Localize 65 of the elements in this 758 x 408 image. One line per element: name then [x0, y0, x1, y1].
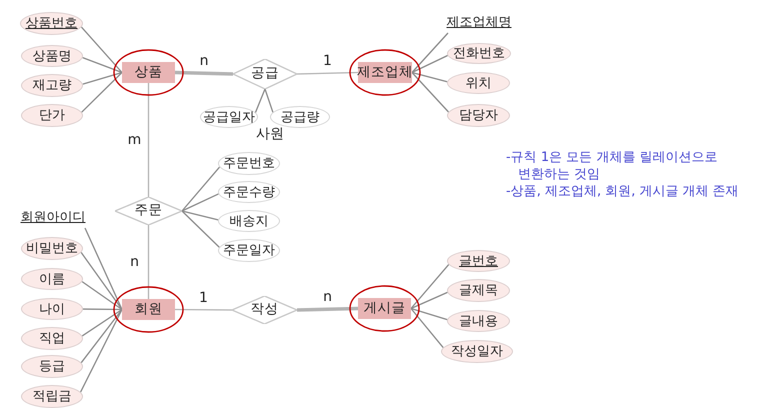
connector-line: [80, 309, 123, 392]
connector-line: [410, 308, 448, 320]
attribute-ellipse: 주문수량: [218, 181, 280, 203]
attribute-ellipse: 전화번호: [447, 43, 511, 64]
entity-box: 게시글: [358, 298, 411, 319]
connector-line: [83, 308, 122, 310]
connector-line: [182, 210, 218, 221]
connector-line: [148, 225, 150, 299]
connector-line: [254, 88, 266, 113]
attribute-ellipse: 비밀번호: [21, 237, 83, 260]
connector-line: [82, 57, 122, 74]
entity-box: 상품: [122, 62, 175, 83]
connector-line: [412, 72, 449, 112]
attribute-ellipse: 주문일자: [218, 239, 280, 262]
attribute-ellipse: 단가: [21, 104, 83, 127]
connector-line: [264, 88, 274, 112]
connector-line: [80, 309, 123, 364]
attribute-ellipse: 작성일자: [441, 340, 513, 363]
note-text: -규칙 1은 모든 개체를 릴레이션으로 변환하는 것임: [506, 149, 718, 183]
attribute-ellipse: 공급일자: [200, 106, 258, 128]
attribute-ellipse: 적립금: [21, 385, 83, 408]
attribute-ellipse: 글내용: [447, 310, 510, 332]
entity-box: 제조업체: [358, 62, 412, 83]
attribute-ellipse: 상품명: [21, 45, 83, 67]
relationship-diamond: 주문: [115, 197, 182, 225]
attribute-ellipse: 재고량: [21, 74, 83, 97]
connector-line: [182, 193, 219, 212]
attribute-ellipse: 등급: [21, 355, 83, 378]
attribute-ellipse: 직업: [21, 327, 83, 350]
connector-line: [175, 308, 232, 311]
attribute-ellipse: 주문번호: [218, 152, 280, 175]
connector-line: [80, 26, 122, 73]
connector-line: [82, 281, 122, 310]
connector-line: [81, 72, 122, 113]
connector-line: [410, 264, 450, 309]
label-text: 사원: [256, 127, 284, 141]
connector-line: [80, 252, 123, 310]
connector-line: [182, 166, 220, 212]
attribute-ellipse: 담당자: [447, 104, 510, 127]
attribute-ellipse: 배송지: [218, 210, 280, 232]
connector-line: [410, 308, 444, 348]
attribute-ellipse: 공급량: [270, 106, 330, 128]
cardinality-label: n: [129, 255, 140, 269]
attribute-ellipse: 이름: [21, 268, 83, 290]
connector-line: [82, 308, 122, 336]
thick-connector-line: [174, 70, 234, 76]
attribute-ellipse: 나이: [21, 298, 83, 320]
entity-box: 회원: [122, 299, 175, 320]
relationship-diamond: 작성: [232, 296, 297, 324]
cardinality-label: m: [126, 133, 142, 147]
relationship-diamond: 공급: [233, 59, 297, 89]
connector-line: [148, 83, 150, 197]
attribute-ellipse: 위치: [447, 72, 510, 94]
connector-line: [412, 32, 448, 73]
connector-line: [412, 54, 448, 74]
cardinality-label: 1: [198, 290, 209, 305]
connector-line: [296, 72, 358, 75]
connector-line: [182, 210, 220, 248]
connector-line: [410, 292, 448, 310]
note-text: -상품, 제조업체, 회원, 게시글 개체 존재: [506, 183, 740, 200]
attribute-ellipse: 글제목: [447, 279, 510, 302]
connector-line: [84, 228, 123, 310]
connector-line: [412, 72, 448, 82]
connector-line: [82, 72, 122, 85]
thick-connector-line: [296, 306, 358, 312]
